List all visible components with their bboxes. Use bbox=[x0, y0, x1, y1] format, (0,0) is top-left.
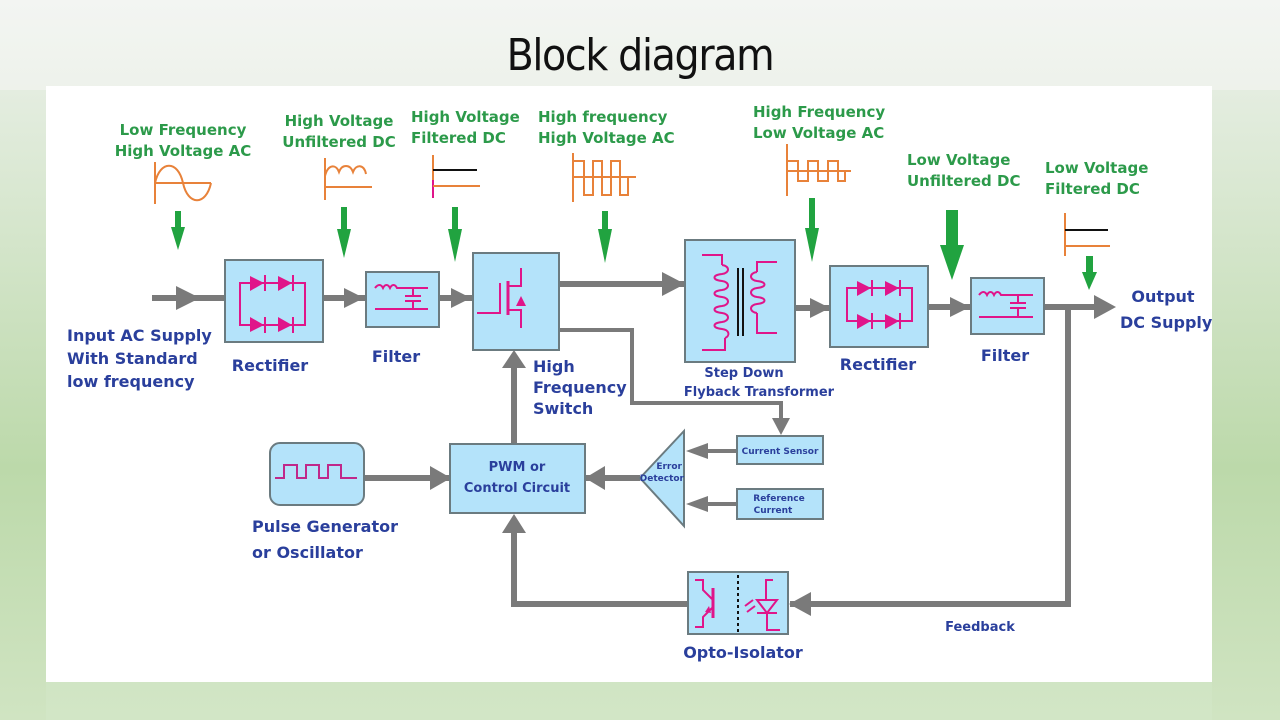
signal-label-2-line2: Unfiltered DC bbox=[282, 133, 395, 151]
green-arrow-4 bbox=[598, 211, 612, 263]
filter-block-2[interactable] bbox=[970, 277, 1045, 335]
signal-label-3: High Voltage Filtered DC bbox=[411, 108, 520, 147]
slide-background-right bbox=[1212, 90, 1280, 720]
error-label-line1: Error bbox=[656, 462, 682, 472]
input-label-line2: With Standard bbox=[67, 349, 198, 368]
switch-label-line2: Frequency bbox=[533, 378, 627, 397]
phototransistor-icon bbox=[695, 579, 715, 628]
signal-label-3-line2: Filtered DC bbox=[411, 129, 506, 147]
input-label-line1: Input AC Supply bbox=[67, 326, 212, 345]
signal-label-2-line1: High Voltage bbox=[285, 112, 394, 130]
pulse-label-line1: Pulse Generator bbox=[252, 517, 398, 536]
lc-filter-icon bbox=[978, 291, 1033, 318]
square-wave-icon bbox=[572, 153, 636, 202]
opto-isolator-label: Opto-Isolator bbox=[683, 643, 803, 662]
flat-dc-icon bbox=[432, 155, 480, 198]
square-wave-small-icon bbox=[786, 144, 851, 196]
diode-bridge-icon bbox=[239, 275, 306, 333]
rectifier-block-2[interactable] bbox=[829, 265, 929, 348]
diode-bridge-icon bbox=[846, 280, 913, 329]
green-arrow-2 bbox=[337, 207, 351, 258]
error-label-line2: Detector bbox=[640, 474, 685, 484]
lc-filter-icon bbox=[374, 284, 428, 310]
flyback-transformer-block[interactable] bbox=[684, 239, 796, 363]
output-label: Output DC Supply bbox=[1120, 287, 1213, 332]
feedback-label: Feedback bbox=[945, 620, 1015, 635]
pwm-label-line2: Control Circuit bbox=[464, 481, 570, 496]
rectified-wave-icon bbox=[324, 158, 372, 200]
signal-label-7-line2: Filtered DC bbox=[1045, 180, 1140, 198]
input-label: Input AC Supply With Standard low freque… bbox=[67, 326, 212, 391]
transformer-label-line2: Flyback Transformer bbox=[684, 385, 835, 400]
reference-label-line1: Reference bbox=[753, 494, 804, 504]
signal-label-7-line1: Low Voltage bbox=[1045, 159, 1148, 177]
signal-label-7: Low Voltage Filtered DC bbox=[1045, 159, 1148, 198]
high-frequency-switch-block[interactable] bbox=[472, 252, 560, 351]
signal-label-1-line1: Low Frequency bbox=[120, 121, 247, 139]
signal-label-6-line2: Unfiltered DC bbox=[907, 172, 1020, 190]
green-arrow-1 bbox=[171, 211, 185, 250]
filter-block-1[interactable] bbox=[365, 271, 440, 328]
output-label-line2: DC Supply bbox=[1120, 313, 1213, 332]
opto-isolator-block[interactable] bbox=[687, 571, 789, 635]
pulse-generator-label: Pulse Generator or Oscillator bbox=[252, 517, 398, 562]
current-sensor-label: Current Sensor bbox=[742, 447, 819, 457]
signal-label-5-line2: Low Voltage AC bbox=[753, 124, 884, 142]
power-path-wires bbox=[152, 272, 1116, 616]
current-sensor-block[interactable]: Current Sensor bbox=[736, 435, 824, 465]
signal-label-6-line1: Low Voltage bbox=[907, 151, 1010, 169]
signal-label-4-line1: High frequency bbox=[538, 108, 668, 126]
signal-label-2: High Voltage Unfiltered DC bbox=[282, 112, 395, 151]
switch-label-line1: High bbox=[533, 357, 575, 376]
transformer-label: Step Down Flyback Transformer bbox=[684, 366, 835, 400]
transformer-label-line1: Step Down bbox=[704, 366, 783, 381]
flat-dc-icon-output bbox=[1064, 213, 1110, 256]
pulse-wave-icon bbox=[275, 464, 357, 479]
sine-wave-icon bbox=[154, 162, 212, 204]
rectifier-2-label: Rectifier bbox=[840, 355, 917, 374]
input-label-line3: low frequency bbox=[67, 372, 195, 391]
pulse-generator-block[interactable] bbox=[269, 442, 365, 506]
switch-label: High Frequency Switch bbox=[533, 357, 627, 418]
signal-label-4: High frequency High Voltage AC bbox=[538, 108, 675, 147]
green-arrow-6 bbox=[940, 210, 964, 280]
signal-label-6: Low Voltage Unfiltered DC bbox=[907, 151, 1020, 190]
green-arrow-5 bbox=[805, 198, 819, 262]
filter-2-label: Filter bbox=[981, 346, 1029, 365]
reference-current-block[interactable]: Reference Current bbox=[736, 488, 824, 520]
mosfet-icon bbox=[477, 268, 526, 328]
pwm-control-block[interactable]: PWM or Control Circuit bbox=[449, 443, 586, 514]
reference-label-line2: Current bbox=[754, 506, 793, 516]
slide-title: Block diagram bbox=[506, 30, 775, 81]
signal-label-5: High Frequency Low Voltage AC bbox=[753, 103, 885, 142]
slide-background-left bbox=[0, 90, 46, 720]
signal-label-1: Low Frequency High Voltage AC bbox=[115, 121, 252, 160]
signal-label-4-line2: High Voltage AC bbox=[538, 129, 675, 147]
output-label-line1: Output bbox=[1131, 287, 1194, 306]
pulse-label-line2: or Oscillator bbox=[252, 543, 363, 562]
filter-1-label: Filter bbox=[372, 347, 420, 366]
green-arrow-3 bbox=[448, 207, 462, 262]
rectifier-block-1[interactable] bbox=[224, 259, 324, 343]
transformer-icon bbox=[702, 254, 777, 351]
switch-label-line3: Switch bbox=[533, 399, 593, 418]
rectifier-1-label: Rectifier bbox=[232, 356, 309, 375]
led-icon bbox=[744, 579, 780, 631]
pwm-label-line1: PWM or bbox=[489, 460, 546, 475]
error-detector-block[interactable]: Error Detector bbox=[638, 428, 685, 529]
signal-label-5-line1: High Frequency bbox=[753, 103, 885, 121]
green-arrow-7 bbox=[1082, 256, 1097, 290]
signal-label-3-line1: High Voltage bbox=[411, 108, 520, 126]
signal-label-1-line2: High Voltage AC bbox=[115, 142, 252, 160]
